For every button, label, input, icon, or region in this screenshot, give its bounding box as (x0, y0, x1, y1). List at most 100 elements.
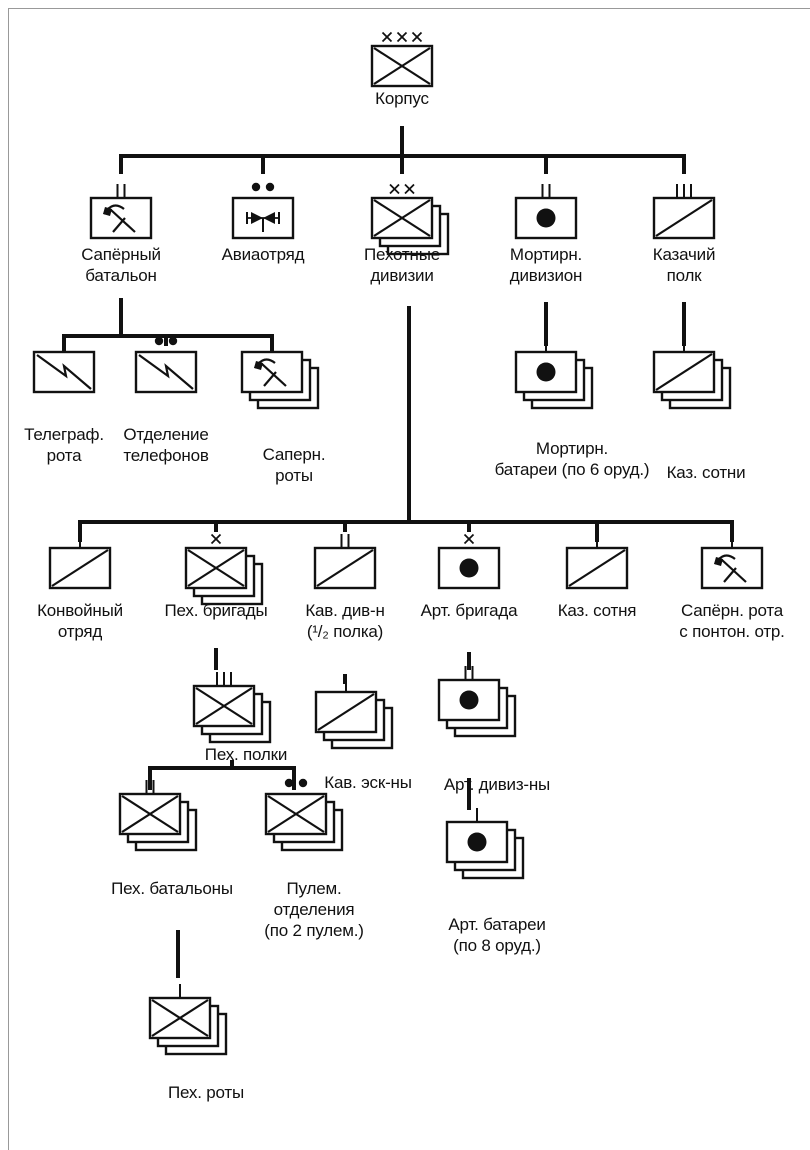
convoy-detachment-label-line: отряд (57, 622, 103, 641)
infantry-companies-label-line: Пех. роты (168, 1083, 244, 1102)
artillery-unit-icon (536, 208, 556, 228)
cossack-regiment-unit (652, 196, 716, 240)
machine-gun-sections-label-line: Пулем. (286, 879, 342, 898)
infantry-divisions-label-line: дивизии (370, 266, 434, 285)
cossack-sotnia-label-line: Каз. сотня (557, 601, 637, 620)
cossack-sotnias-label-line: Каз. сотни (666, 463, 746, 482)
infantry-divisions-label: Пехотные дивизии (364, 244, 440, 286)
infantry-battalions-label: Пех. батальоны (111, 878, 233, 899)
mortar-batteries-label-line: Мортирн. (535, 439, 609, 458)
cavalry-division-half-label-line: (¹/₂ полка) (306, 622, 384, 641)
sapper-battalion-label-line: Сапёрный (81, 245, 161, 264)
infantry-regiments-size-marker (216, 672, 232, 685)
infantry-brigades-label-line: Пех. бригады (164, 601, 268, 620)
machine-gun-sections-label: Пулем. отделения (по 2 пулем.) (264, 878, 364, 941)
cossack-regiment-label-line: Казачий (652, 245, 716, 264)
cavalry-squadrons-label: Кав. эск-ны (324, 772, 412, 793)
artillery-batteries-unit (445, 820, 525, 880)
infantry-regiments-unit (192, 684, 272, 744)
corps-size-marker (381, 31, 423, 43)
cossack-regiment-label: Казачий полк (653, 244, 716, 286)
telephone-section-label: Отделение телефонов (123, 424, 209, 466)
sapper-company-pontoon-label-line: Сапёрн. рота (680, 601, 784, 620)
cossack-sotnia-unit (565, 546, 629, 590)
artillery-unit-icon (467, 832, 487, 852)
artillery-unit-icon (459, 558, 479, 578)
telegraph-company-label-line: Телеграф. (24, 425, 104, 444)
sapper-companies-label-line: роты (275, 466, 313, 485)
telegraph-company-unit (32, 350, 96, 394)
artillery-batteries-label-line: (по 8 оруд.) (453, 936, 541, 955)
artillery-brigade-size-marker (463, 533, 475, 545)
sapper-battalion-size-marker (116, 184, 126, 197)
telephone-section-unit (134, 350, 198, 394)
corps-label-line: Корпус (375, 89, 429, 108)
cossack-sotnias-unit (652, 350, 732, 410)
sapper-company-pontoon-unit (700, 546, 764, 590)
infantry-divisions-label-line: Пехотные (364, 245, 440, 264)
machine-gun-sections-label-line: отделения (273, 900, 355, 919)
artillery-divisions-label-line: Арт. дивиз-ны (443, 775, 551, 794)
cavalry-squadrons-unit (314, 690, 394, 750)
artillery-brigade-unit (437, 546, 501, 590)
corps-label: Корпус (375, 88, 429, 109)
machine-gun-sections-label-line: (по 2 пулем.) (264, 921, 364, 940)
sapper-company-pontoon-label-line: с понтон. отр. (679, 622, 785, 641)
infantry-battalions-size-marker (145, 780, 155, 793)
artillery-divisions-size-marker (464, 666, 474, 679)
mortar-division-size-marker (541, 184, 551, 197)
cavalry-division-half-label: Кав. див-н (¹/₂ полка) (305, 600, 385, 642)
infantry-regiments-label: Пех. полки (204, 744, 288, 765)
infantry-battalions-label-line: Пех. батальоны (111, 879, 233, 898)
artillery-divisions-label: Арт. дивиз-ны (444, 774, 550, 795)
infantry-divisions-size-marker (389, 183, 415, 195)
mortar-batteries-label: Мортирн. батареи (по 6 оруд.) (495, 438, 650, 480)
air-detachment-label-line: Авиаотряд (221, 245, 305, 264)
infantry-brigades-label: Пех. бригады (165, 600, 268, 621)
machine-gun-sections-unit (264, 792, 344, 852)
cossack-sotnias-frame (652, 350, 732, 410)
telephone-section-label-line: Отделение (123, 425, 209, 444)
diagram-frame (8, 8, 810, 1150)
artillery-brigade-label-line: Арт. бригада (420, 601, 518, 620)
mortar-division-unit (514, 196, 578, 240)
infantry-companies-unit (148, 996, 228, 1056)
machine-gun-sections-size-marker (284, 778, 308, 788)
mortar-division-label-line: Мортирн. (509, 245, 583, 264)
cossack-regiment-label-line: полк (666, 266, 702, 285)
sapper-companies-label-line: Саперн. (262, 445, 326, 464)
air-detachment-unit (231, 196, 295, 240)
cossack-sotnia-label: Каз. сотня (558, 600, 637, 621)
telephone-section-size-marker (154, 336, 178, 346)
cavalry-squadrons-frame (314, 690, 394, 750)
artillery-batteries-label-line: Арт. батареи (448, 915, 546, 934)
infantry-regiments-label-line: Пех. полки (204, 745, 288, 764)
sapper-battalion-label-line: батальон (85, 266, 157, 285)
cavalry-division-half-size-marker (340, 534, 350, 547)
artillery-batteries-frame (445, 820, 525, 880)
corps-unit (370, 44, 434, 88)
cavalry-division-half-label-line: Кав. див-н (305, 601, 385, 620)
infantry-brigades-size-marker (210, 533, 222, 545)
infantry-battalions-unit (118, 792, 198, 852)
artillery-unit-icon (536, 362, 556, 382)
mortar-division-label: Мортирн.дивизион (509, 244, 583, 286)
telephone-section-label-line: телефонов (123, 446, 209, 465)
infantry-companies-label: Пех. роты (168, 1082, 244, 1103)
sapper-companies-unit (240, 350, 320, 410)
cossack-sotnias-label: Каз. сотни (667, 462, 746, 483)
mortar-batteries-frame (514, 350, 594, 410)
mortar-batteries-unit (514, 350, 594, 410)
telegraph-company-label: Телеграф. рота (24, 424, 104, 466)
mortar-batteries-label-line: батареи (по 6 оруд.) (494, 460, 650, 479)
telegraph-company-label-line: рота (46, 446, 82, 465)
artillery-batteries-label: Арт. батареи (по 8 оруд.) (448, 914, 545, 956)
cavalry-division-half-unit (313, 546, 377, 590)
artillery-divisions-unit (437, 678, 517, 738)
sapper-companies-label: Саперн. роты (263, 444, 326, 486)
artillery-unit-icon (459, 690, 479, 710)
infantry-brigades-unit (184, 546, 264, 606)
cavalry-squadrons-label-line: Кав. эск-ны (324, 773, 412, 792)
